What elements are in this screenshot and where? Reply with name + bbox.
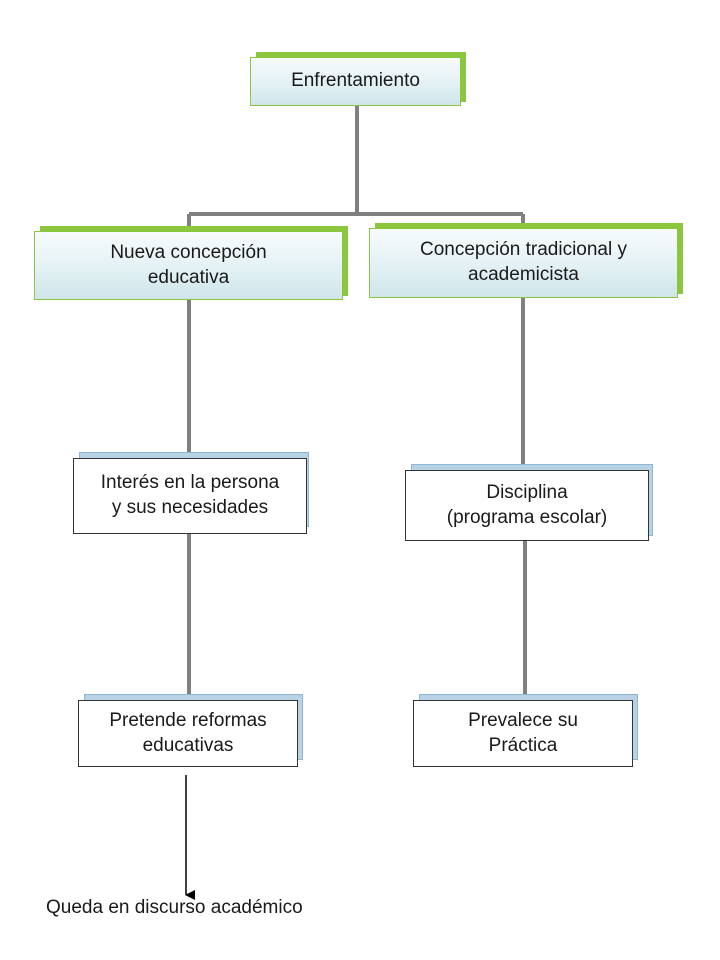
- left-branch-title: Nueva concepción educativa: [34, 231, 343, 300]
- root-label: Enfrentamiento: [291, 70, 420, 92]
- right-step1-line-2: (programa escolar): [446, 506, 608, 528]
- left-title-line-1: Nueva concepción: [110, 241, 267, 263]
- left-step1-box: Interés en la persona y sus necesidades: [73, 458, 307, 534]
- right-step1-box: Disciplina (programa escolar): [405, 470, 649, 541]
- left-step1-line-1: Interés en la persona: [100, 472, 280, 494]
- left-step2-line-2: educativas: [142, 734, 234, 756]
- right-step2-box: Prevalece su Práctica: [413, 700, 633, 767]
- root-node: Enfrentamiento: [250, 57, 461, 106]
- right-branch-title: Concepción tradicional y academicista: [369, 228, 678, 298]
- left-step2-line-1: Pretende reformas: [109, 709, 267, 731]
- left-title-line-2: educativa: [147, 266, 230, 288]
- left-step2-box: Pretende reformas educativas: [78, 700, 298, 767]
- right-step2-line-1: Prevalece su: [468, 709, 578, 731]
- left-step1-line-2: y sus necesidades: [111, 497, 269, 518]
- right-step1-line-1: Disciplina: [486, 481, 568, 503]
- right-title-line-1: Concepción tradicional y: [419, 239, 627, 261]
- root-connector: [189, 105, 523, 216]
- right-title-line-2: academicista: [468, 264, 579, 285]
- right-step2-line-2: Práctica: [488, 734, 558, 756]
- outcome-text: Queda en discurso académico: [46, 897, 303, 918]
